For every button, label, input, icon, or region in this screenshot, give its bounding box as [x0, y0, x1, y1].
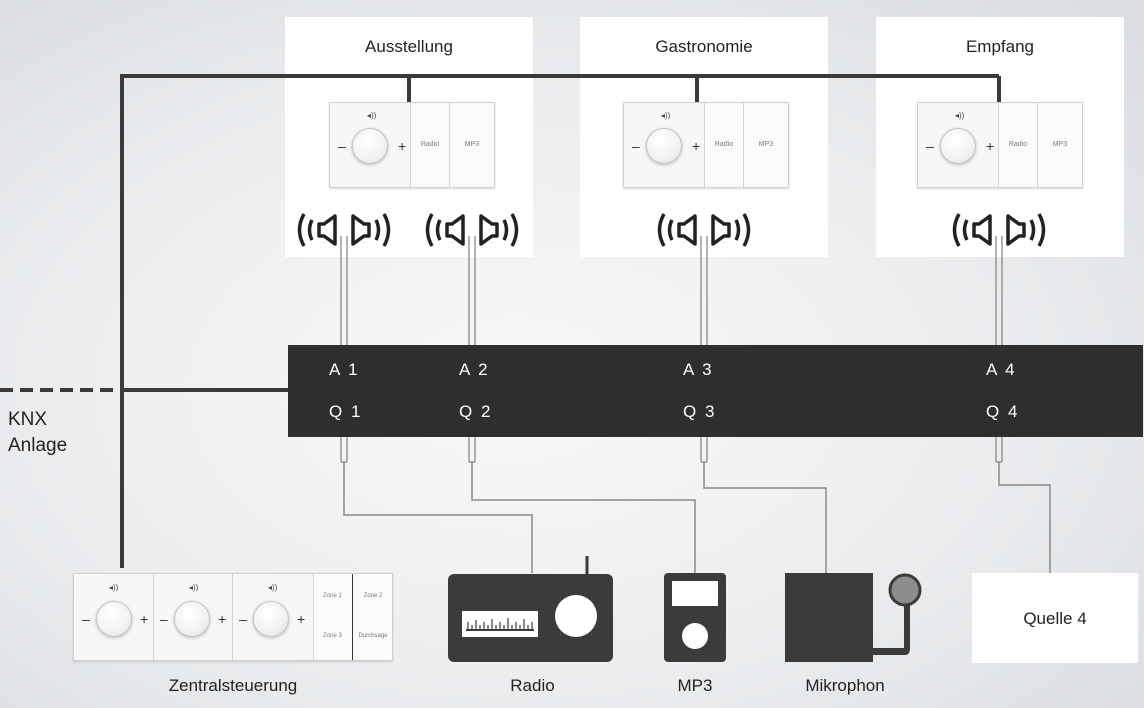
zone-1-button[interactable]: Zone 1: [314, 574, 351, 617]
knx-label-line1: KNX: [8, 409, 48, 430]
mp3-button[interactable]: MP3: [1037, 103, 1082, 187]
minus-icon[interactable]: –: [926, 138, 934, 154]
zone-button-label: Durchsage: [358, 633, 388, 639]
volume-icon: ◂)): [367, 111, 377, 120]
volume-icon: ◂)): [661, 111, 671, 120]
room-control-panel-empfang: ◂)) – + Radio MP3: [917, 102, 1083, 188]
mp3-button-label: MP3: [758, 141, 774, 148]
amplifier-input-label: A 1: [329, 360, 360, 379]
zone-2-button[interactable]: Zone 2: [352, 574, 393, 617]
room-title: Gastronomie: [655, 37, 753, 56]
minus-icon[interactable]: –: [160, 611, 168, 627]
radio-button[interactable]: Radio: [704, 103, 743, 187]
volume-module: ◂)) – +: [153, 574, 233, 660]
volume-icon: ◂)): [109, 583, 119, 592]
amplifier-output-label: Q 1: [329, 402, 363, 421]
volume-knob[interactable]: [96, 601, 132, 637]
radio-button[interactable]: Radio: [410, 103, 449, 187]
plus-icon[interactable]: +: [692, 138, 701, 154]
microphone-label: Mikrophon: [805, 676, 885, 695]
amplifier-input-label: A 4: [986, 360, 1017, 379]
amplifier-input-label: A 3: [683, 360, 714, 379]
plus-icon[interactable]: +: [218, 611, 227, 627]
plus-icon[interactable]: +: [297, 611, 306, 627]
source-4-box: Quelle 4: [972, 573, 1138, 663]
room-title: Ausstellung: [365, 37, 453, 56]
volume-icon: ◂)): [268, 583, 278, 592]
audio-amplifier: A 1 A 2 A 3 A 4 Q 1 Q 2 Q 3 Q 4: [288, 345, 1143, 437]
volume-knob[interactable]: [940, 128, 976, 164]
zone-3-button[interactable]: Zone 3: [314, 617, 351, 660]
mp3-player-icon: [664, 573, 726, 662]
amplifier-output-label: Q 4: [986, 402, 1020, 421]
radio-icon: [448, 556, 613, 662]
volume-knob[interactable]: [253, 601, 289, 637]
radio-label: Radio: [510, 676, 555, 695]
room-title: Empfang: [965, 37, 1035, 56]
zone-button-label: Zone 3: [323, 633, 342, 639]
volume-icon: ◂)): [189, 583, 199, 592]
knx-label: KNX Anlage: [8, 407, 67, 459]
volume-module: ◂)) – +: [232, 574, 313, 660]
minus-icon[interactable]: –: [632, 138, 640, 154]
mp3-label: MP3: [677, 676, 713, 695]
knx-bus-lines: [0, 74, 1001, 568]
radio-button-label: Radio: [420, 141, 440, 148]
source-cables: [343, 462, 1051, 573]
radio-button-label: Radio: [1008, 141, 1028, 148]
knx-label-line2: Anlage: [8, 435, 68, 456]
radio-button[interactable]: Radio: [998, 103, 1037, 187]
zone-button-grid: Zone 1 Zone 2 Zone 3 Durchsage: [313, 574, 392, 660]
announcement-button[interactable]: Durchsage: [352, 617, 393, 660]
mp3-button[interactable]: MP3: [743, 103, 788, 187]
source-4-label: Quelle 4: [1023, 609, 1087, 628]
plus-icon[interactable]: +: [140, 611, 149, 627]
central-control-label: Zentralsteuerung: [168, 676, 298, 695]
room-control-panel-gastronomie: ◂)) – + Radio MP3: [623, 102, 789, 188]
plus-icon[interactable]: +: [986, 138, 995, 154]
plus-icon[interactable]: +: [398, 138, 407, 154]
volume-icon: ◂)): [955, 111, 965, 120]
speaker-icon: [297, 213, 1046, 247]
central-control-panel: ◂)) – + ◂)) – + ◂)) – + Zone 1 Zone 2 Zo…: [73, 573, 393, 661]
radio-button-label: Radio: [714, 141, 734, 148]
minus-icon[interactable]: –: [239, 611, 247, 627]
mp3-button[interactable]: MP3: [449, 103, 494, 187]
zone-button-label: Zone 2: [363, 593, 383, 599]
mp3-button-label: MP3: [464, 141, 480, 148]
amplifier-output-label: Q 3: [683, 402, 717, 421]
mp3-button-label: MP3: [1052, 141, 1068, 148]
amplifier-output-label: Q 2: [459, 402, 493, 421]
minus-icon[interactable]: –: [338, 138, 346, 154]
speaker-cables: [340, 236, 1003, 463]
zone-button-label: Zone 1: [323, 593, 342, 599]
volume-knob[interactable]: [646, 128, 682, 164]
volume-knob[interactable]: [174, 601, 210, 637]
microphone-icon: [785, 573, 922, 662]
amplifier-input-label: A 2: [459, 360, 490, 379]
minus-icon[interactable]: –: [82, 611, 90, 627]
room-control-panel-ausstellung: ◂)) – + Radio MP3: [329, 102, 495, 188]
volume-module: ◂)) – +: [74, 574, 153, 660]
volume-knob[interactable]: [352, 128, 388, 164]
